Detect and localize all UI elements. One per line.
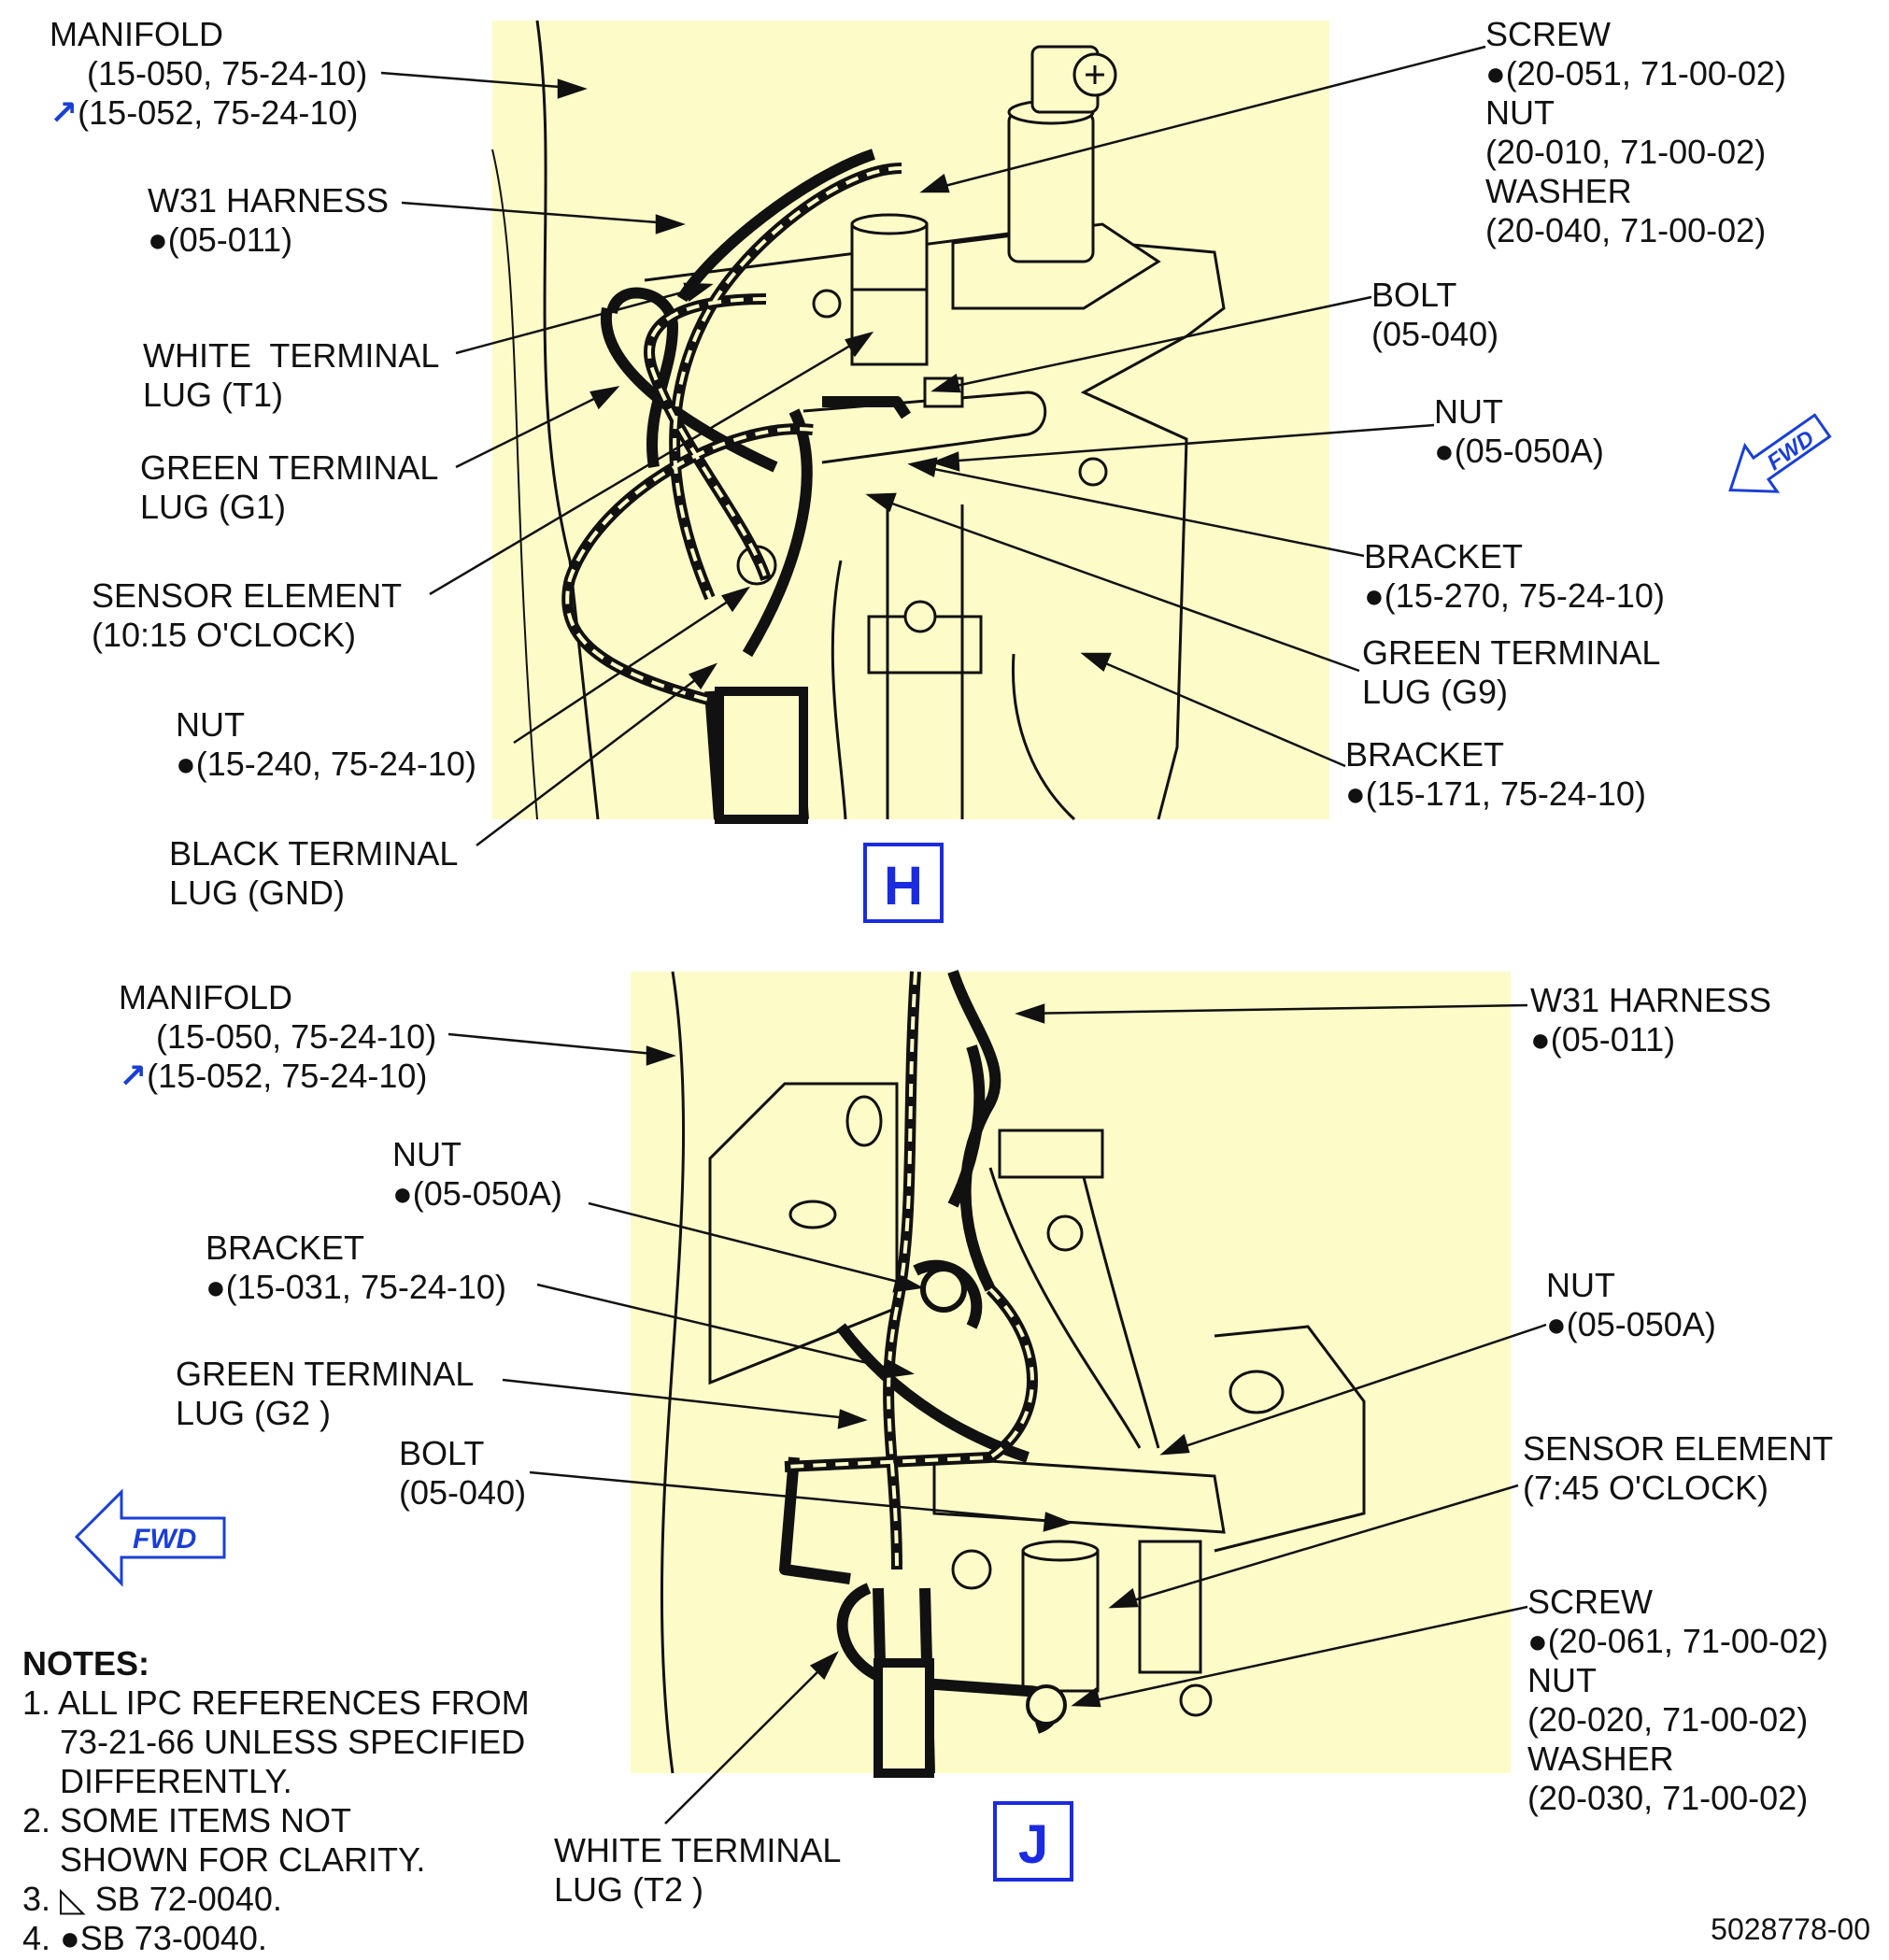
label-h-nut-05-050a: NUT ●(05-050A) bbox=[1434, 392, 1604, 470]
triangle-note-icon: ↗ bbox=[50, 93, 78, 132]
label-h-w31-harness: W31 HARNESS ●(05-011) bbox=[148, 181, 390, 259]
label-j-bracket-15-031: BRACKET ●(15-031, 75-24-10) bbox=[206, 1229, 506, 1306]
view-h-leaders bbox=[380, 45, 1486, 846]
label-j-white-terminal-t2: WHITE TERMINAL LUG (T2 ) bbox=[554, 1831, 842, 1909]
fwd-arrow-icon: FWD bbox=[1728, 413, 1832, 493]
label-h-white-terminal-t1: WHITE TERMINAL LUG (T1) bbox=[143, 336, 440, 414]
label-j-nut-05-050a-right: NUT ●(05-050A) bbox=[1546, 1266, 1716, 1343]
label-j-green-terminal-g2: GREEN TERMINAL LUG (G2 ) bbox=[176, 1355, 475, 1432]
fwd-label-j: FWD bbox=[133, 1524, 196, 1555]
label-h-green-terminal-g1: GREEN TERMINAL LUG (G1) bbox=[140, 448, 439, 526]
view-tag-h: H bbox=[863, 843, 944, 923]
note-1: 1. ALL IPC REFERENCES FROM 73-21-66 UNLE… bbox=[22, 1683, 530, 1800]
note-4: 4. ●SB 73-0040. bbox=[22, 1919, 267, 1957]
label-j-w31-harness: W31 HARNESS ●(05-011) bbox=[1530, 981, 1772, 1058]
fwd-arrow-icon: FWD bbox=[74, 1488, 226, 1587]
label-h-sensor-element: SENSOR ELEMENT (10:15 O'CLOCK) bbox=[92, 576, 403, 654]
label-j-manifold: MANIFOLD (15-050, 75-24-10) ↗(15-052, 75… bbox=[119, 978, 437, 1095]
label-h-nut-15-240: NUT ●(15-240, 75-24-10) bbox=[176, 705, 476, 783]
view-j-leaders bbox=[447, 1003, 1547, 1825]
view-j-illustration bbox=[631, 970, 1511, 1778]
label-j-bolt: BOLT (05-040) bbox=[399, 1434, 527, 1512]
notes-heading: NOTES: bbox=[22, 1644, 150, 1683]
label-h-manifold: MANIFOLD (15-050, 75-24-10) ↗(15-052, 75… bbox=[50, 15, 368, 132]
view-h-illustration bbox=[491, 20, 1329, 824]
label-h-bolt: BOLT (05-040) bbox=[1371, 276, 1499, 353]
notes-block: NOTES: 1. ALL IPC REFERENCES FROM 73-21-… bbox=[22, 1644, 530, 1958]
note-3: 3. ◺ SB 72-0040. bbox=[22, 1880, 282, 1918]
label-h-bracket-15-270: BRACKET ●(15-270, 75-24-10) bbox=[1364, 537, 1665, 615]
label-h-green-terminal-g9: GREEN TERMINAL LUG (G9) bbox=[1362, 633, 1661, 711]
note-2: 2. SOME ITEMS NOT SHOWN FOR CLARITY. bbox=[22, 1801, 426, 1879]
view-tag-j: J bbox=[993, 1801, 1073, 1882]
label-j-nut-05-050a: NUT ●(05-050A) bbox=[392, 1135, 562, 1213]
label-h-black-terminal-gnd: BLACK TERMINAL LUG (GND) bbox=[169, 834, 459, 912]
label-h-screw-nut-washer: SCREW ●(20-051, 71-00-02) NUT (20-010, 7… bbox=[1485, 15, 1786, 249]
document-number: 5028778-00 bbox=[1711, 1912, 1870, 1946]
triangle-note-icon: ↗ bbox=[119, 1057, 148, 1095]
label-j-screw-nut-washer: SCREW ●(20-061, 71-00-02) NUT (20-020, 7… bbox=[1527, 1583, 1828, 1817]
label-h-bracket-15-171: BRACKET ●(15-171, 75-24-10) bbox=[1345, 735, 1646, 813]
label-j-sensor-element: SENSOR ELEMENT (7:45 O'CLOCK) bbox=[1523, 1429, 1834, 1507]
